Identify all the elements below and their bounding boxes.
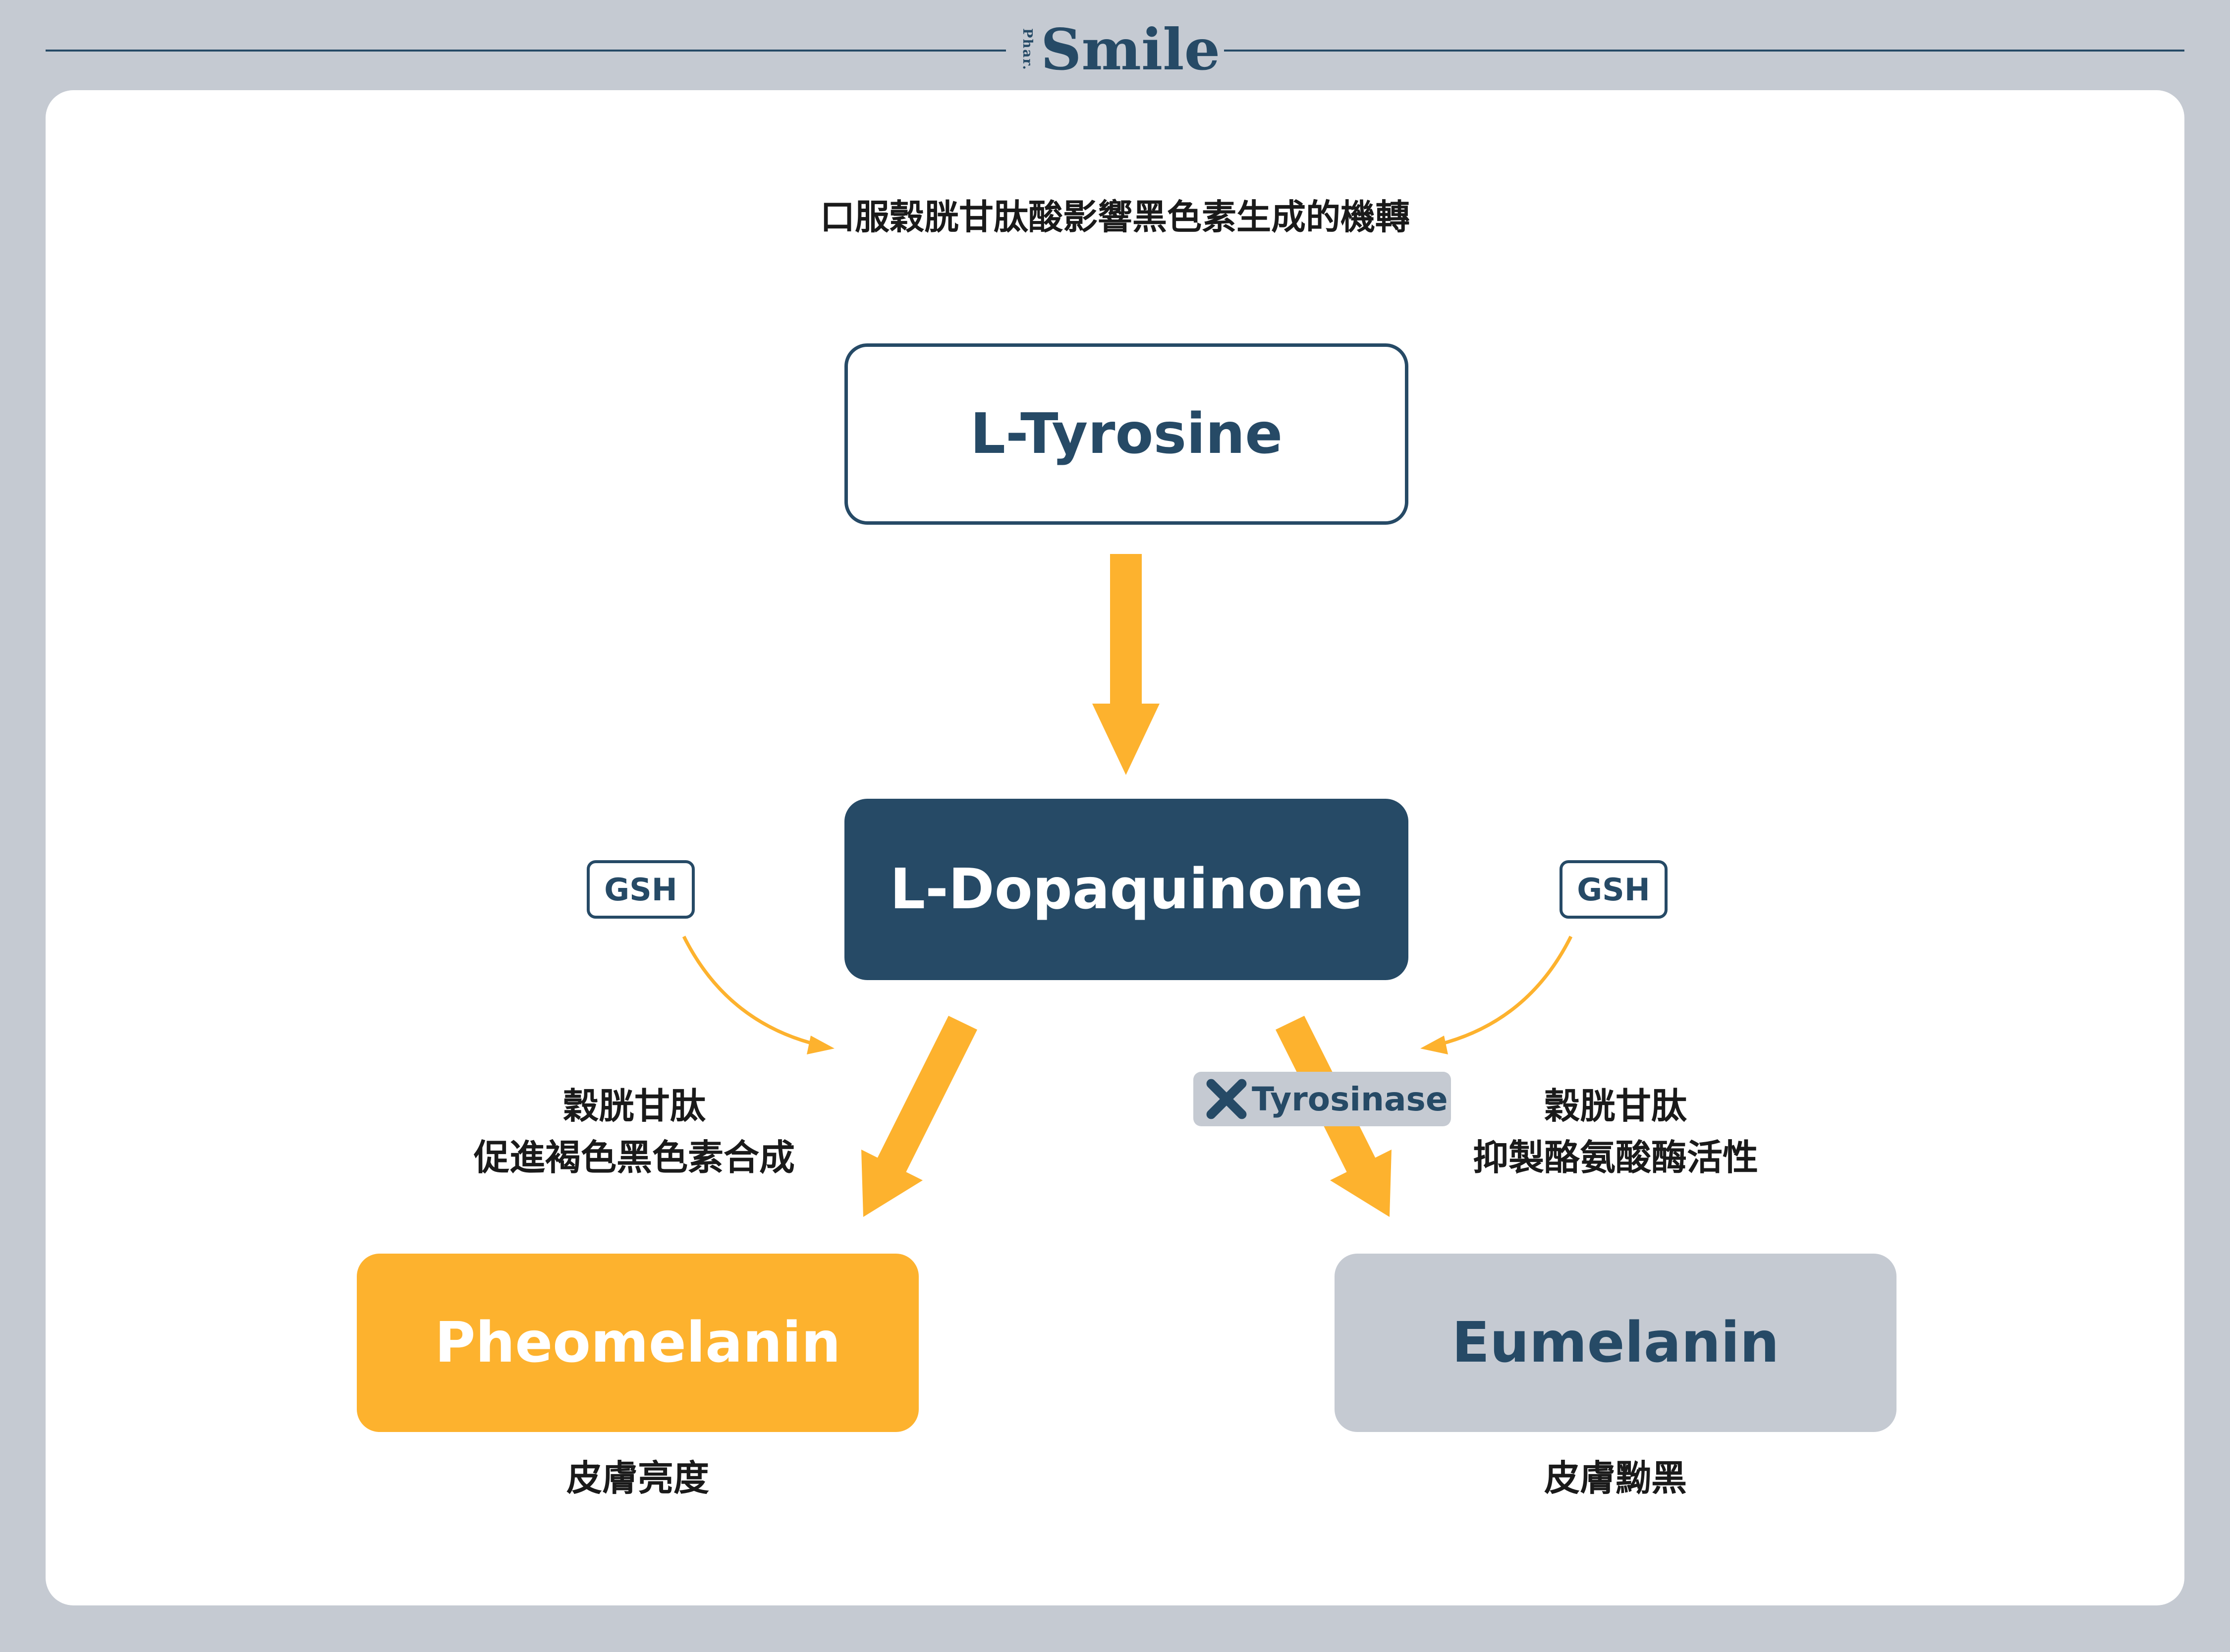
x-icon xyxy=(1206,1079,1247,1119)
note-right-line1: 穀胱甘肽 xyxy=(1544,1085,1687,1127)
tag-tyrosinase-inhibited: Tyrosinase xyxy=(1193,1072,1451,1126)
node-eumelanin: Eumelanin xyxy=(1335,1254,1896,1432)
header-divider-left xyxy=(46,50,1006,52)
logo-prefix: Phar. xyxy=(1020,28,1035,71)
caption-pheomelanin: 皮膚亮度 xyxy=(566,1457,709,1499)
logo-name: Smile xyxy=(1041,16,1221,83)
tag-gsh-right: GSH xyxy=(1560,860,1668,919)
note-pheomelanin-path: 穀胱甘肽 促進褐色黑色素合成 xyxy=(411,1080,857,1189)
node-l-tyrosine: L-Tyrosine xyxy=(844,343,1408,525)
note-left-line1: 穀胱甘肽 xyxy=(562,1085,706,1127)
note-eumelanin-path: 穀胱甘肽 抑製酪氨酸酶活性 xyxy=(1393,1080,1839,1189)
note-right-line2: 抑製酪氨酸酶活性 xyxy=(1472,1137,1758,1178)
tyrosinase-label: Tyrosinase xyxy=(1252,1080,1448,1118)
node-pheomelanin: Pheomelanin xyxy=(357,1254,919,1432)
header-divider-right xyxy=(1224,50,2184,52)
caption-eumelanin: 皮膚黝黑 xyxy=(1544,1457,1687,1499)
tag-gsh-left: GSH xyxy=(587,860,695,919)
note-left-line2: 促進褐色黑色素合成 xyxy=(473,1137,795,1178)
node-l-dopaquinone: L-Dopaquinone xyxy=(844,799,1408,980)
diagram-title: 口服穀胱甘肽酸影響黑色素生成的機轉 xyxy=(820,197,1410,237)
